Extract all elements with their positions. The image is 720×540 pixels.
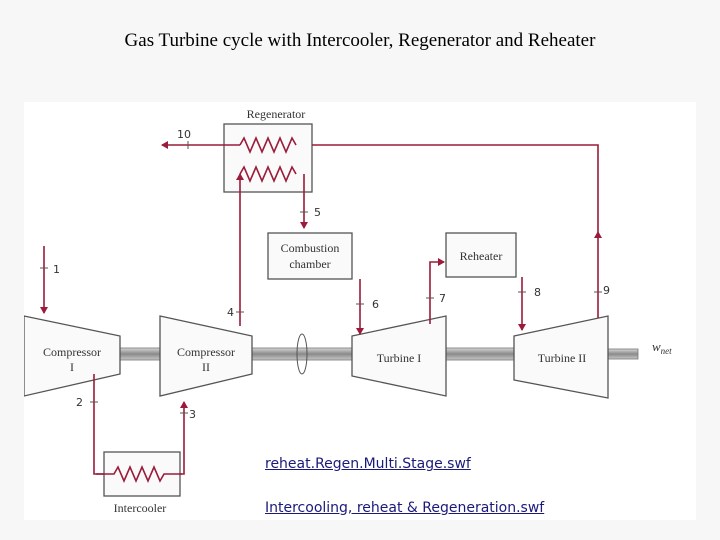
regenerator-coil-lower xyxy=(239,164,297,184)
flow-3 xyxy=(180,401,188,475)
compressor-1 xyxy=(24,315,121,397)
flow-9-return xyxy=(312,144,599,232)
compressor-2 xyxy=(159,315,253,397)
compressor-2-numeral: II xyxy=(202,360,210,374)
turbine-1-label: Turbine I xyxy=(377,351,422,365)
combustion-chamber-label-2: chamber xyxy=(289,257,330,271)
state-9-label: 9 xyxy=(603,284,610,297)
combustion-chamber-label-1: Combustion xyxy=(281,241,340,255)
link-intercooling-reheat-regeneration[interactable]: Intercooling, reheat & Regeneration.swf xyxy=(265,500,545,516)
compressor-1-label: Compressor xyxy=(43,345,101,359)
state-2-label: 2 xyxy=(76,396,83,409)
cycle-diagram-panel: Compressor I Compressor II Turbine I Tur… xyxy=(24,102,696,520)
shaft-coupling xyxy=(296,333,308,375)
cycle-diagram: Compressor I Compressor II Turbine I Tur… xyxy=(24,107,672,515)
intercooler-label: Intercooler xyxy=(114,501,167,515)
flow-2 xyxy=(93,374,104,475)
state-10-label: 10 xyxy=(177,128,191,141)
state-3-label: 3 xyxy=(189,408,196,421)
regenerator-coil-upper xyxy=(239,135,297,155)
turbine-1 xyxy=(351,315,447,397)
shaft-middle xyxy=(251,347,353,361)
state-1-label: 1 xyxy=(53,263,60,276)
flow-7 xyxy=(429,258,445,324)
shaft-right xyxy=(445,347,515,361)
intercooler-coil xyxy=(96,464,182,484)
regenerator-box xyxy=(223,123,313,193)
turbine-2 xyxy=(513,315,609,399)
compressor-1-numeral: I xyxy=(70,360,74,374)
state-4-label: 4 xyxy=(227,306,234,319)
shaft-output xyxy=(607,348,639,360)
shaft-left xyxy=(119,347,161,361)
compressor-2-label: Compressor xyxy=(177,345,235,359)
state-5-label: 5 xyxy=(314,206,321,219)
reheater-box xyxy=(445,232,517,278)
wnet-label: wnet xyxy=(652,339,672,356)
turbine-2-label: Turbine II xyxy=(538,351,587,365)
slide-title: Gas Turbine cycle with Intercooler, Rege… xyxy=(124,30,596,51)
state-8-label: 8 xyxy=(534,286,541,299)
state-7-label: 7 xyxy=(439,292,446,305)
regenerator-label: Regenerator xyxy=(247,107,306,121)
combustion-chamber-box xyxy=(267,232,353,280)
link-reheat-regen-multistage[interactable]: reheat.Regen.Multi.Stage.swf xyxy=(265,456,471,472)
state-6-label: 6 xyxy=(372,298,379,311)
reheater-label: Reheater xyxy=(460,249,503,263)
